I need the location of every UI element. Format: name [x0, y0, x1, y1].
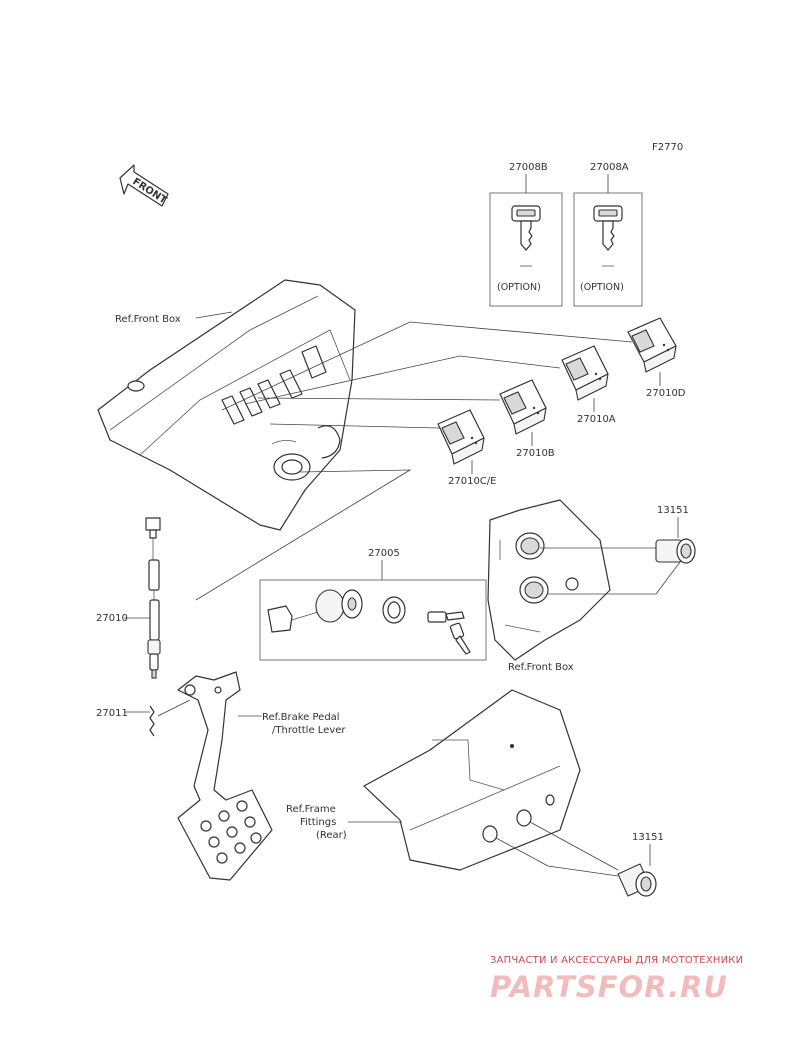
watermark-tagline: ЗАПЧАСТИ И АКСЕССУАРЫ ДЛЯ МОТОТЕХНИКИ [490, 955, 743, 966]
ref-frame-line3: (Rear) [316, 830, 347, 841]
part-label-27008b: 27008B [509, 162, 548, 173]
part-label-27010: 27010 [96, 613, 128, 624]
part-label-27010b: 27010B [516, 448, 555, 459]
pedal-pad-holes [200, 800, 262, 864]
option-label-a: (OPTION) [580, 282, 624, 293]
front-box-right-panel [487, 499, 611, 661]
brake-switch-27010: 27010 [96, 517, 161, 679]
switch-cutouts [221, 345, 327, 425]
ref-frame-line1: Ref.Frame [286, 804, 336, 815]
front-box-panel [97, 279, 356, 531]
part-label-27005: 27005 [368, 548, 400, 559]
part-label-27010a: 27010A [577, 414, 616, 425]
option-label-b: (OPTION) [497, 282, 541, 293]
switch-27010ce: 27010C/E [437, 409, 496, 487]
ref-brake-line2: /Throttle Lever [272, 725, 346, 736]
ref-frame-line2: Fittings [300, 817, 336, 828]
ref-front-box-right: Ref.Front Box [508, 662, 574, 673]
ignition-nut [382, 596, 406, 624]
switch-27010a: 27010A [561, 345, 616, 425]
watermark: ЗАПЧАСТИ И АКСЕССУАРЫ ДЛЯ МОТОТЕХНИКИ PA… [490, 955, 743, 1004]
watermark-logo: PARTSFOR.RU [490, 970, 728, 1004]
brake-pedal [157, 671, 273, 881]
ref-brake-line1: Ref.Brake Pedal [262, 712, 340, 723]
ignition-keys [427, 611, 471, 655]
ref-front-box-top: Ref.Front Box [115, 314, 181, 325]
ignition-switch [267, 589, 363, 633]
part-label-13151-upper: 13151 [657, 505, 689, 516]
part-label-27008a: 27008A [590, 162, 629, 173]
part-label-27010d: 27010D [646, 388, 686, 399]
spring-27011: 27011 [96, 705, 155, 737]
socket-13151-lower: 13151 [495, 821, 664, 897]
front-arrow-icon: FRONT [119, 164, 169, 207]
part-label-27010ce: 27010C/E [448, 476, 496, 487]
key-27008a: 27008A (OPTION) [573, 162, 643, 307]
part-label-13151-lower: 13151 [632, 832, 664, 843]
switch-27010d: 27010D [627, 317, 686, 399]
frame-fittings [363, 689, 581, 871]
socket-13151-upper: 13151 [540, 505, 696, 595]
key-27008b: 27008B (OPTION) [489, 162, 563, 307]
figure-code: F2770 [652, 142, 683, 153]
part-label-27011: 27011 [96, 708, 128, 719]
switch-27010b: 27010B [499, 379, 555, 459]
